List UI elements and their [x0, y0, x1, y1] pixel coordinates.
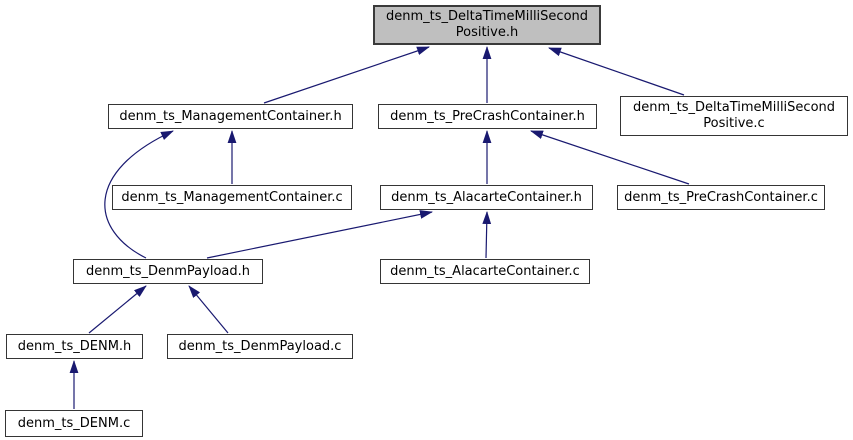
edge-delta-c-to-delta-h — [548, 47, 685, 96]
node-denm-ts-managementcontainer-c[interactable]: denm_ts_ManagementContainer.c — [112, 185, 352, 210]
node-denm-ts-managementcontainer-h[interactable]: denm_ts_ManagementContainer.h — [108, 104, 353, 129]
node-denm-ts-deltatimemillisecondpositive-h: denm_ts_DeltaTimeMilliSecond Positive.h — [373, 5, 601, 45]
edge-payload-c-to-payload-h — [188, 285, 229, 334]
edge-mgmt-h-to-delta-h — [263, 46, 430, 104]
edge-precrash-c-to-precrash-h — [530, 130, 690, 185]
edge-denm-h-to-payload-h — [88, 285, 147, 334]
edge-alacarte-c-to-alacarte-h — [482, 211, 492, 259]
node-denm-ts-alacartecontainer-c[interactable]: denm_ts_AlacarteContainer.c — [380, 259, 590, 284]
node-denm-ts-denm-h[interactable]: denm_ts_DENM.h — [6, 334, 143, 359]
node-denm-ts-precrashcontainer-c[interactable]: denm_ts_PreCrashContainer.c — [617, 185, 825, 210]
node-denm-ts-denm-c[interactable]: denm_ts_DENM.c — [5, 410, 143, 437]
node-denm-ts-denmpayload-c[interactable]: denm_ts_DenmPayload.c — [167, 334, 353, 359]
node-denm-ts-precrashcontainer-h[interactable]: denm_ts_PreCrashContainer.h — [378, 104, 597, 129]
edge-payload-h-to-alacarte-h — [206, 210, 433, 259]
node-denm-ts-alacartecontainer-h[interactable]: denm_ts_AlacarteContainer.h — [380, 185, 593, 210]
node-denm-ts-deltatimemillisecondpositive-c[interactable]: denm_ts_DeltaTimeMilliSecond Positive.c — [620, 96, 848, 136]
edge-payload-h-to-mgmt-h — [104, 130, 174, 259]
node-denm-ts-denmpayload-h[interactable]: denm_ts_DenmPayload.h — [73, 259, 263, 284]
